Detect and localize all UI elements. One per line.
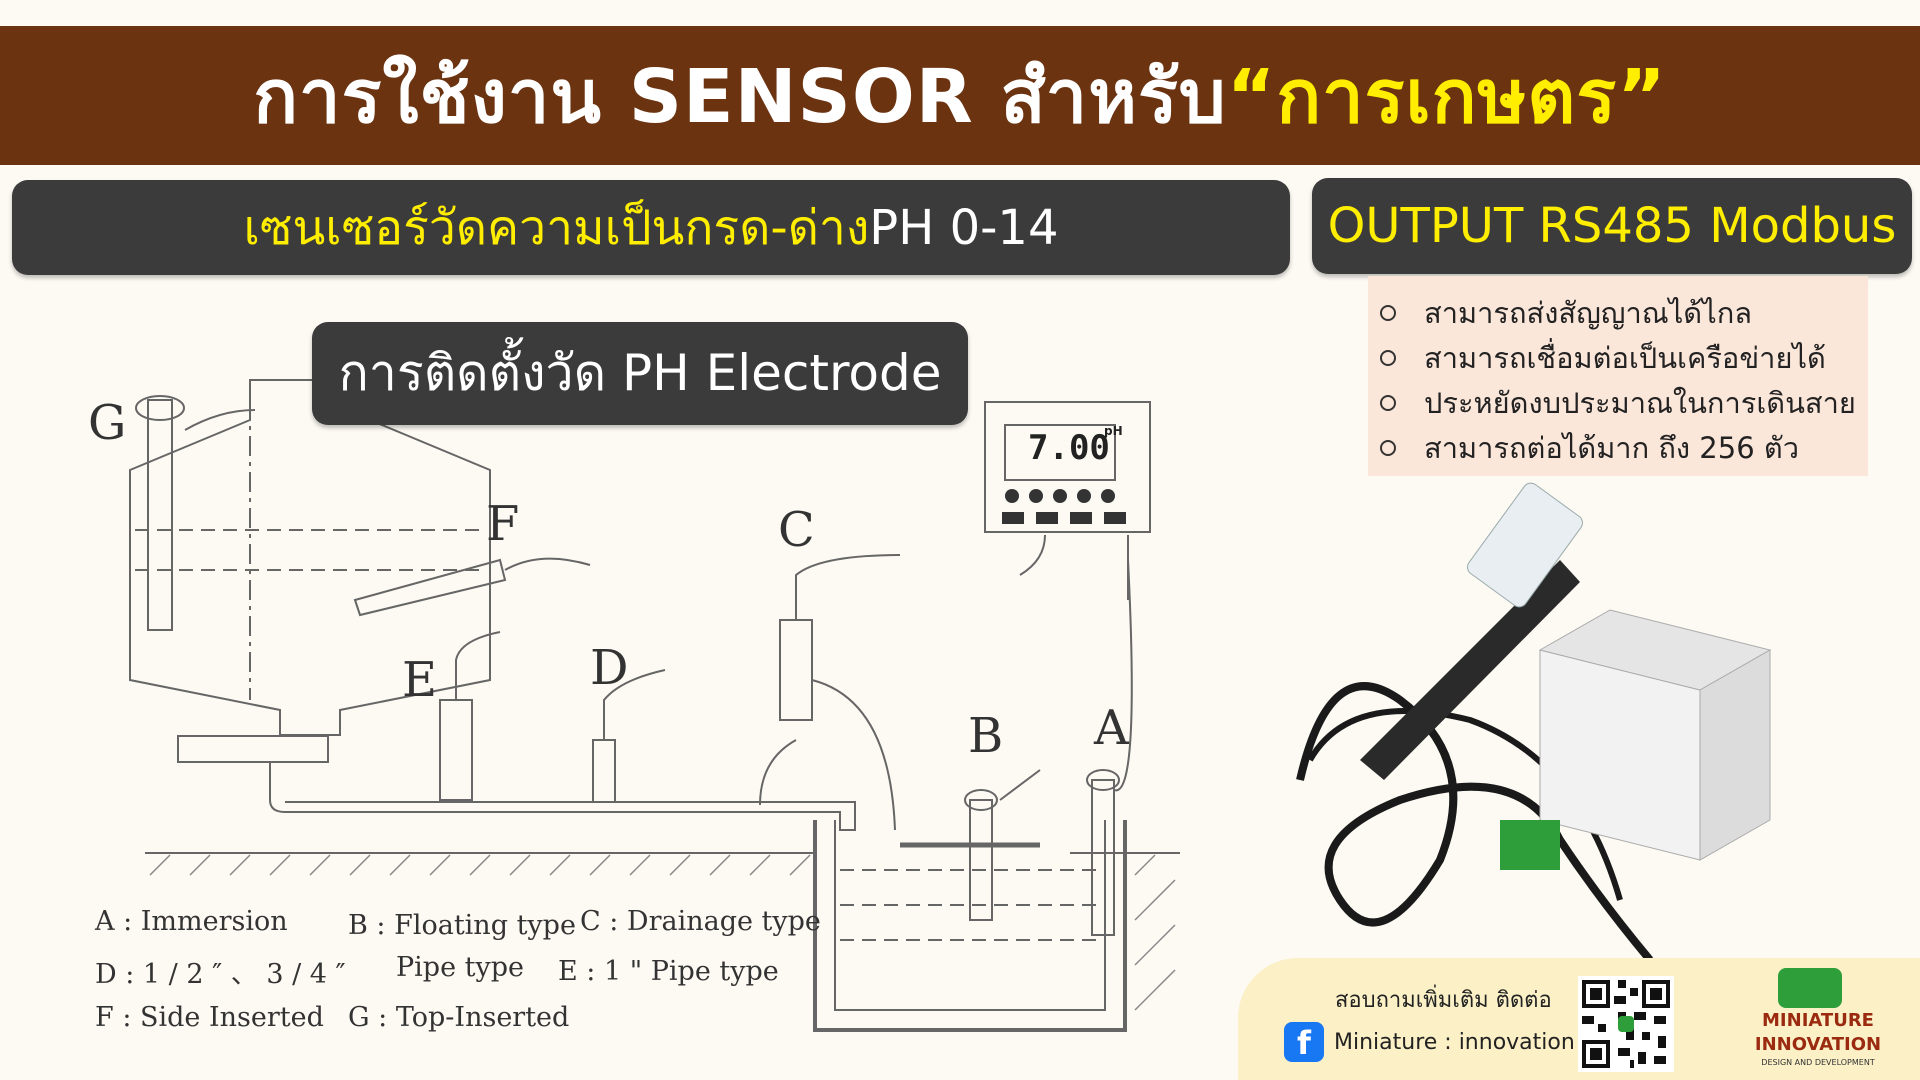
brand-name-line2: INNOVATION bbox=[1754, 1034, 1882, 1055]
meter-unit: pH bbox=[1104, 424, 1123, 438]
basin-inner bbox=[834, 820, 1106, 1011]
basin-outline bbox=[813, 820, 1127, 1032]
brand-tagline: DESIGN AND DEVELOPMENT bbox=[1761, 1058, 1875, 1067]
ph-meter-body bbox=[984, 401, 1151, 533]
bullet-icon bbox=[1380, 304, 1396, 321]
brand-name-line1: MINIATURE bbox=[1762, 1010, 1874, 1031]
probe-g-cable bbox=[184, 409, 256, 431]
probe-a-cable bbox=[1113, 559, 1133, 792]
qr-code-icon[interactable] bbox=[1578, 976, 1674, 1072]
legend-item: E : 1 " Pipe type bbox=[558, 956, 779, 987]
meter-cable bbox=[1019, 534, 1046, 576]
pipe bbox=[269, 762, 856, 831]
legend-item: D : 1 / 2 ″ 、 3 / 4 ″ bbox=[95, 959, 346, 990]
probe-c-drain-line bbox=[811, 679, 896, 831]
diagram-label-f: F bbox=[486, 496, 520, 552]
output-label: OUTPUT RS485 Modbus bbox=[1327, 198, 1897, 254]
probe-g-cap bbox=[135, 395, 185, 421]
facebook-link[interactable]: Miniature : innovation bbox=[1334, 1030, 1575, 1055]
probe-b bbox=[969, 799, 993, 921]
bullet-icon bbox=[1380, 394, 1396, 411]
feature-item: สามารถเชื่อมต่อเป็นเครือข่ายได้ bbox=[1380, 335, 1868, 380]
feature-item: สามารถส่งสัญญาณได้ไกล bbox=[1380, 290, 1868, 335]
install-label: การติดตั้งวัด PH Electrode bbox=[338, 344, 942, 402]
meter-reading: 7.00 bbox=[1028, 428, 1110, 468]
legend-item: B : Floating type bbox=[348, 910, 576, 941]
probe-d bbox=[592, 739, 616, 803]
probe-c bbox=[779, 619, 813, 721]
sensor-product-illustration bbox=[1296, 482, 1772, 963]
page-title: การใช้งาน SENSOR สำหรับ bbox=[253, 53, 1227, 140]
probe-b-cable bbox=[999, 769, 1041, 801]
probe-e bbox=[439, 699, 473, 801]
diagram-label-a: A bbox=[1094, 700, 1129, 756]
legend-item: A : Immersion bbox=[95, 906, 288, 937]
probe-f bbox=[353, 558, 507, 617]
bullet-icon bbox=[1380, 349, 1396, 366]
flange bbox=[177, 735, 329, 763]
probe-d-cable bbox=[603, 669, 666, 740]
probe-a bbox=[1091, 779, 1115, 936]
probe-a-cap bbox=[1086, 769, 1120, 791]
legend-item: G : Top-Inserted bbox=[348, 1002, 570, 1033]
probe-g bbox=[147, 399, 173, 631]
diagram-label-c: C bbox=[778, 502, 815, 558]
diagram-label-g: G bbox=[88, 395, 127, 451]
brand-logo-icon bbox=[1778, 968, 1842, 1008]
page-title-highlight: “การเกษตร” bbox=[1226, 53, 1667, 140]
feature-item: สามารถต่อได้มาก ถึง 256 ตัว bbox=[1380, 425, 1868, 470]
probe-c-drain bbox=[759, 739, 797, 806]
ph-sensor-label: เซนเซอร์วัดความเป็นกรด-ด่าง bbox=[243, 199, 870, 256]
legend-item: C : Drainage type bbox=[580, 906, 821, 937]
legend-item: F : Side Inserted bbox=[95, 1002, 324, 1033]
diagram-label-b: B bbox=[968, 708, 1004, 764]
ph-sensor-heading: เซนเซอร์วัดความเป็นกรด-ด่าง PH 0-14 bbox=[12, 180, 1290, 275]
page-title-banner: การใช้งาน SENSOR สำหรับ “การเกษตร” bbox=[0, 26, 1920, 165]
probe-c-cable bbox=[795, 554, 901, 620]
probe-f-cable bbox=[504, 557, 591, 571]
probe-b-cap bbox=[964, 789, 998, 811]
diagram-label-e: E bbox=[402, 652, 438, 708]
tank-outline bbox=[129, 379, 491, 736]
output-heading: OUTPUT RS485 Modbus bbox=[1312, 178, 1912, 274]
install-heading: การติดตั้งวัด PH Electrode bbox=[312, 322, 968, 425]
diagram-label-d: D bbox=[590, 640, 629, 696]
probe-e-cable bbox=[455, 631, 501, 700]
ph-range-label: PH 0-14 bbox=[869, 199, 1059, 256]
features-panel: สามารถส่งสัญญาณได้ไกล สามารถเชื่อมต่อเป็… bbox=[1368, 276, 1868, 476]
bullet-icon bbox=[1380, 439, 1396, 456]
contact-title: สอบถามเพิ่มเติม ติดต่อ bbox=[1335, 988, 1552, 1013]
legend-item: Pipe type bbox=[396, 952, 525, 983]
facebook-icon[interactable]: f bbox=[1284, 1022, 1324, 1062]
ph-meter-display bbox=[1004, 424, 1116, 481]
feature-item: ประหยัดงบประมาณในการเดินสาย bbox=[1380, 380, 1868, 425]
